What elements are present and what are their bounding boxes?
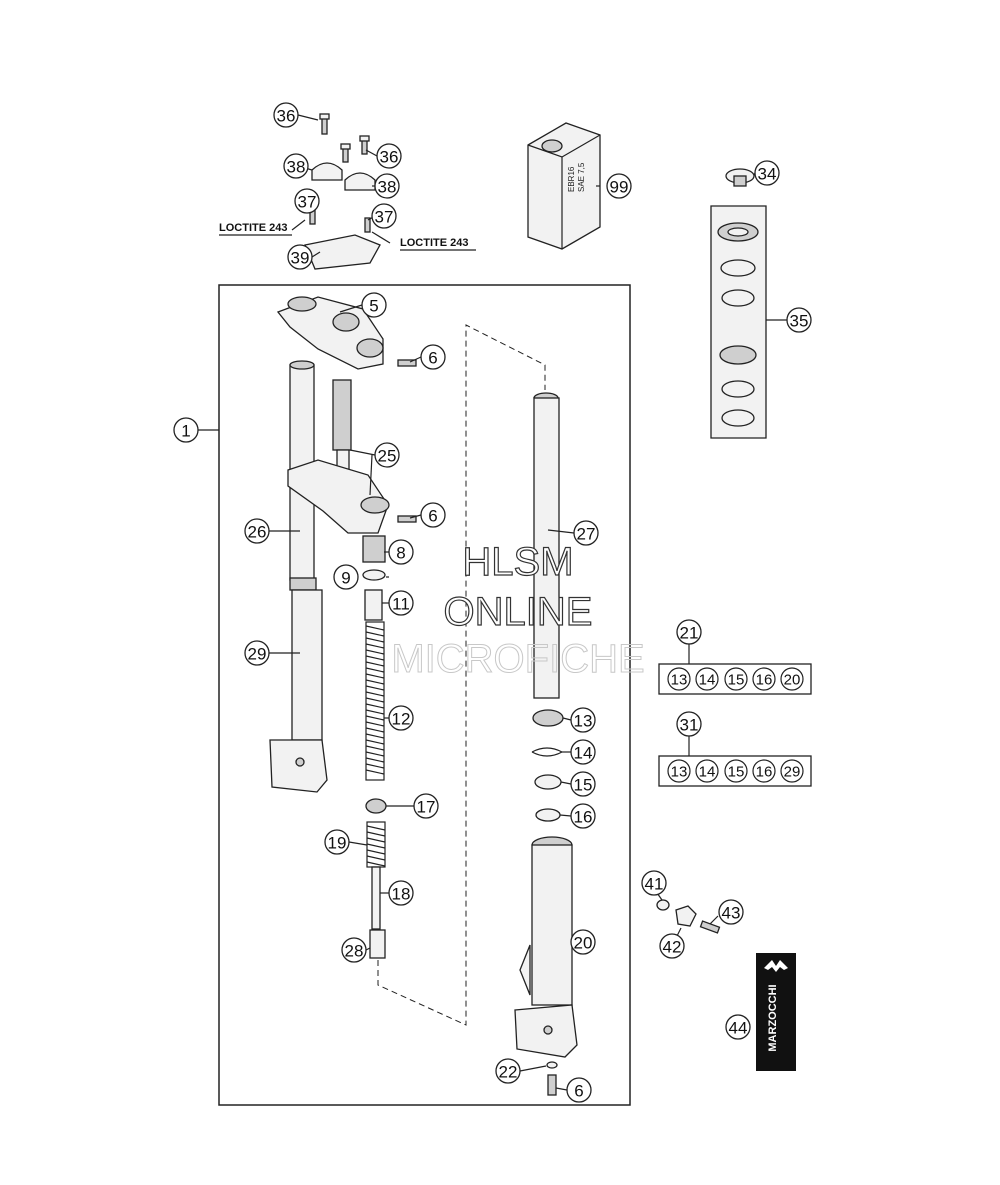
kit-21-item: 13 xyxy=(671,672,688,689)
callout-12: 12 xyxy=(392,710,411,729)
oil-can-text-2: SAE 7,5 xyxy=(577,162,586,192)
kit-31-item: 13 xyxy=(671,764,688,781)
right-fork-leg xyxy=(514,392,578,1096)
callout-38: 38 xyxy=(378,178,397,197)
callout-25: 25 xyxy=(378,447,397,466)
left-fork-leg xyxy=(269,296,546,1026)
leader-lines xyxy=(198,172,756,1091)
clamp-hardware xyxy=(654,889,721,941)
callout-6: 6 xyxy=(574,1082,583,1101)
callout-29: 29 xyxy=(248,645,267,664)
callout-20: 20 xyxy=(574,934,593,953)
steering-bearing-kit xyxy=(710,168,787,439)
callout-44: 44 xyxy=(729,1019,748,1038)
watermark: HLSM ONLINE MICROFICHE xyxy=(391,539,645,681)
callouts xyxy=(173,102,812,1103)
callout-8: 8 xyxy=(396,544,405,563)
callout-labels: 1 5 6 6 6 8 9 11 12 17 18 19 20 21 22 25… xyxy=(181,107,808,1101)
callout-14: 14 xyxy=(574,744,593,763)
callout-41: 41 xyxy=(645,875,664,894)
oil-can-text-1: EBR16 xyxy=(567,166,576,192)
callout-28: 28 xyxy=(345,942,364,961)
callout-37: 37 xyxy=(298,193,317,212)
callout-19: 19 xyxy=(328,834,347,853)
callout-9: 9 xyxy=(341,569,350,588)
callout-26: 26 xyxy=(248,523,267,542)
kit-31-item: 16 xyxy=(756,764,773,781)
callout-5: 5 xyxy=(369,297,378,316)
oil-can: EBR16 SAE 7,5 xyxy=(527,122,601,250)
callout-6: 6 xyxy=(428,507,437,526)
callout-11: 11 xyxy=(392,595,410,614)
callout-16: 16 xyxy=(574,808,593,827)
callout-39: 39 xyxy=(291,249,310,268)
callout-1: 1 xyxy=(181,422,190,441)
callout-21: 21 xyxy=(680,624,699,643)
loctite-label-right: LOCTITE 243 xyxy=(400,237,468,249)
callout-17: 17 xyxy=(417,798,436,817)
fork-assembly-frame xyxy=(218,284,631,1106)
callout-15: 15 xyxy=(574,776,593,795)
loctite-label-left: LOCTITE 243 xyxy=(219,222,287,234)
callout-38: 38 xyxy=(287,158,306,177)
kit-21-items: 13 14 15 16 20 xyxy=(667,667,804,691)
kit-21-item: 20 xyxy=(784,672,801,689)
callout-34: 34 xyxy=(758,165,777,184)
kit-31-items: 13 14 15 16 29 xyxy=(667,759,804,783)
brand-sticker-text: MARZOCCHI xyxy=(767,984,779,1051)
kit-31-item: 15 xyxy=(728,764,745,781)
callout-22: 22 xyxy=(499,1063,518,1082)
kit-21-item: 16 xyxy=(756,672,773,689)
callout-6: 6 xyxy=(428,349,437,368)
callout-36: 36 xyxy=(380,148,399,167)
callout-42: 42 xyxy=(663,938,682,957)
callout-43: 43 xyxy=(722,904,741,923)
callout-27: 27 xyxy=(577,525,596,544)
kit-21-item: 15 xyxy=(728,672,745,689)
callout-31: 31 xyxy=(680,716,699,735)
callout-13: 13 xyxy=(574,712,593,731)
kit-31-item: 29 xyxy=(784,764,801,781)
kit-31-item: 14 xyxy=(699,764,716,781)
handlebar-clamp-group xyxy=(291,113,391,270)
kit-21-item: 14 xyxy=(699,672,716,689)
brand-sticker: MARZOCCHI xyxy=(756,953,796,1071)
callout-35: 35 xyxy=(790,312,809,331)
callout-99: 99 xyxy=(610,178,629,197)
watermark-line-3: MICROFICHE xyxy=(391,637,644,681)
watermark-line-2: ONLINE xyxy=(444,590,593,634)
callout-18: 18 xyxy=(392,885,411,904)
rebound-spring xyxy=(366,821,386,868)
callout-37: 37 xyxy=(375,208,394,227)
callout-36: 36 xyxy=(277,107,296,126)
fork-spring xyxy=(365,621,385,781)
watermark-line-1: HLSM xyxy=(462,540,573,584)
